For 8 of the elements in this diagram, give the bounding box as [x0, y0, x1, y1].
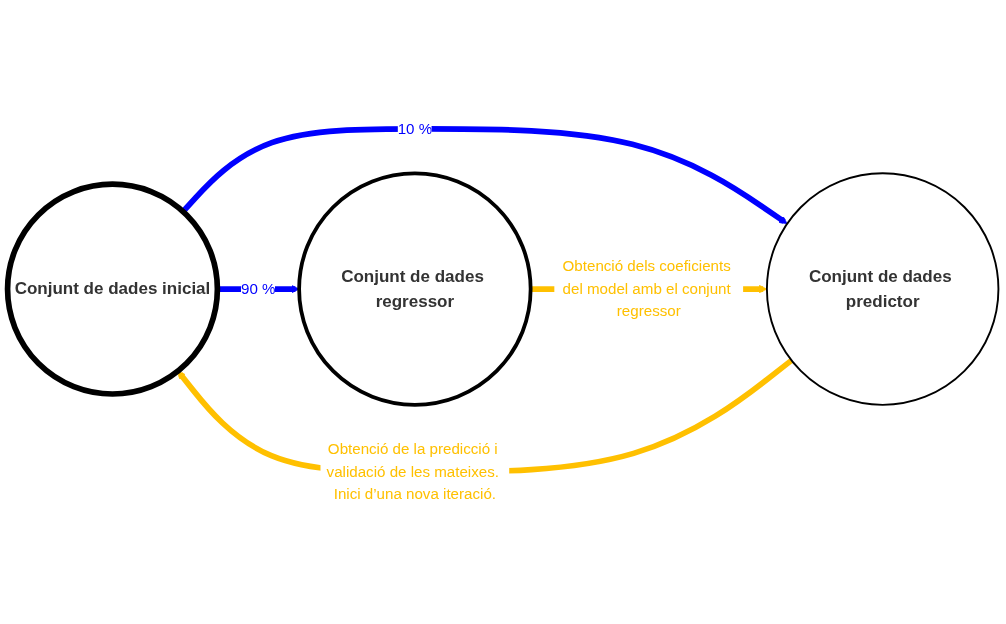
node-circle: Conjunt de dades inicial: [4, 181, 221, 398]
node-circle: Conjunt de dades predictor: [765, 172, 1000, 407]
arrow: [181, 126, 788, 225]
edge-label: 10 %: [397, 120, 433, 137]
edge-label: Obtenció dels coeficients del model amb el conjunt regressor: [562, 258, 731, 320]
edge-label: 90 %: [241, 280, 276, 297]
node-circle: Conjunt de dades regressor: [297, 171, 533, 407]
edge-label: Obtenció de la predicció i validació de les mateixes. Inici d’una nova iteració.: [326, 441, 499, 503]
